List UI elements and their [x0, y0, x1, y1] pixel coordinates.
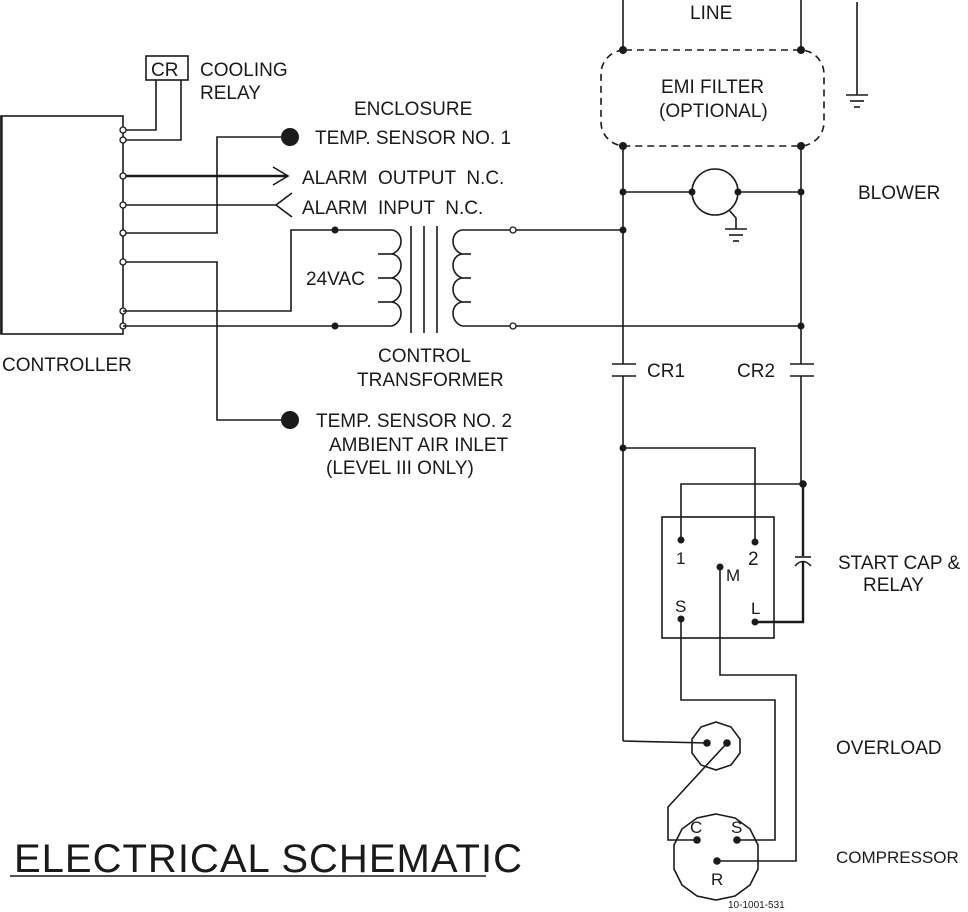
control-transformer-label-1: CONTROL — [378, 346, 471, 367]
cooling-relay-label-1: COOLING — [200, 60, 288, 81]
alarm-output-label: ALARM OUTPUT N.C. — [302, 168, 504, 189]
arrow-left-icon — [274, 192, 293, 218]
compressor-terminal-c: C — [690, 818, 702, 837]
cr2-label: CR2 — [737, 361, 775, 382]
emi-filter-label-1: EMI FILTER — [661, 77, 764, 98]
cr1-label: CR1 — [647, 361, 685, 382]
emi-filter-label-2: (OPTIONAL) — [659, 101, 768, 122]
ground-symbol — [846, 2, 868, 108]
relay-terminal-1: 1 — [676, 549, 685, 568]
cr2-contact — [790, 363, 814, 377]
alarm-output — [123, 166, 290, 186]
blower-motor — [619, 168, 805, 242]
cr-box-label: CR — [151, 60, 178, 81]
cooling-relay — [123, 55, 189, 141]
overload-label: OVERLOAD — [836, 738, 942, 759]
compressor-label: COMPRESSOR — [836, 848, 959, 867]
temp-sensor-2-label: TEMP. SENSOR NO. 2 — [316, 411, 512, 432]
alarm-input-label: ALARM INPUT N.C. — [302, 198, 483, 219]
level-only-label: (LEVEL III ONLY) — [326, 458, 474, 479]
temp-sensor-1 — [123, 128, 299, 234]
start-cap-label-2: RELAY — [863, 575, 924, 596]
relay-terminal-l: L — [751, 599, 760, 618]
control-transformer-label-2: TRANSFORMER — [357, 370, 504, 391]
enclosure-label: ENCLOSURE — [354, 99, 472, 120]
controller-label: CONTROLLER — [2, 355, 132, 376]
sensor-2-icon — [281, 411, 299, 429]
compressor-terminal-r: R — [711, 870, 723, 889]
start-cap-label-1: START CAP & — [838, 553, 960, 574]
power-rails — [619, 146, 805, 741]
relay-terminal-2: 2 — [748, 549, 759, 570]
temp-sensor-1-label: TEMP. SENSOR NO. 1 — [315, 128, 511, 149]
relay-terminal-m: M — [726, 566, 740, 585]
cooling-relay-label-2: RELAY — [200, 83, 261, 104]
drawing-number: 10-1001-531 — [728, 900, 785, 911]
arrow-right-icon — [272, 166, 290, 186]
schematic-title: ELECTRICAL SCHEMATIC — [14, 837, 523, 881]
24vac-label: 24VAC — [306, 269, 365, 290]
relay-terminal-s: S — [675, 597, 686, 616]
sensor-1-icon — [281, 128, 299, 146]
blower-label: BLOWER — [858, 183, 940, 204]
line-label: LINE — [690, 3, 732, 24]
line-input — [622, 0, 802, 50]
emi-filter — [600, 46, 825, 150]
cr1-contact — [612, 363, 636, 377]
alarm-input — [123, 192, 293, 218]
overload — [622, 721, 741, 841]
compressor — [673, 567, 797, 901]
temp-sensor-2 — [123, 261, 299, 429]
ambient-air-inlet-label: AMBIENT AIR INLET — [329, 435, 509, 456]
control-transformer — [123, 226, 801, 333]
controller — [0, 115, 124, 335]
start-relay — [619, 444, 812, 639]
compressor-terminal-s: S — [731, 818, 742, 837]
